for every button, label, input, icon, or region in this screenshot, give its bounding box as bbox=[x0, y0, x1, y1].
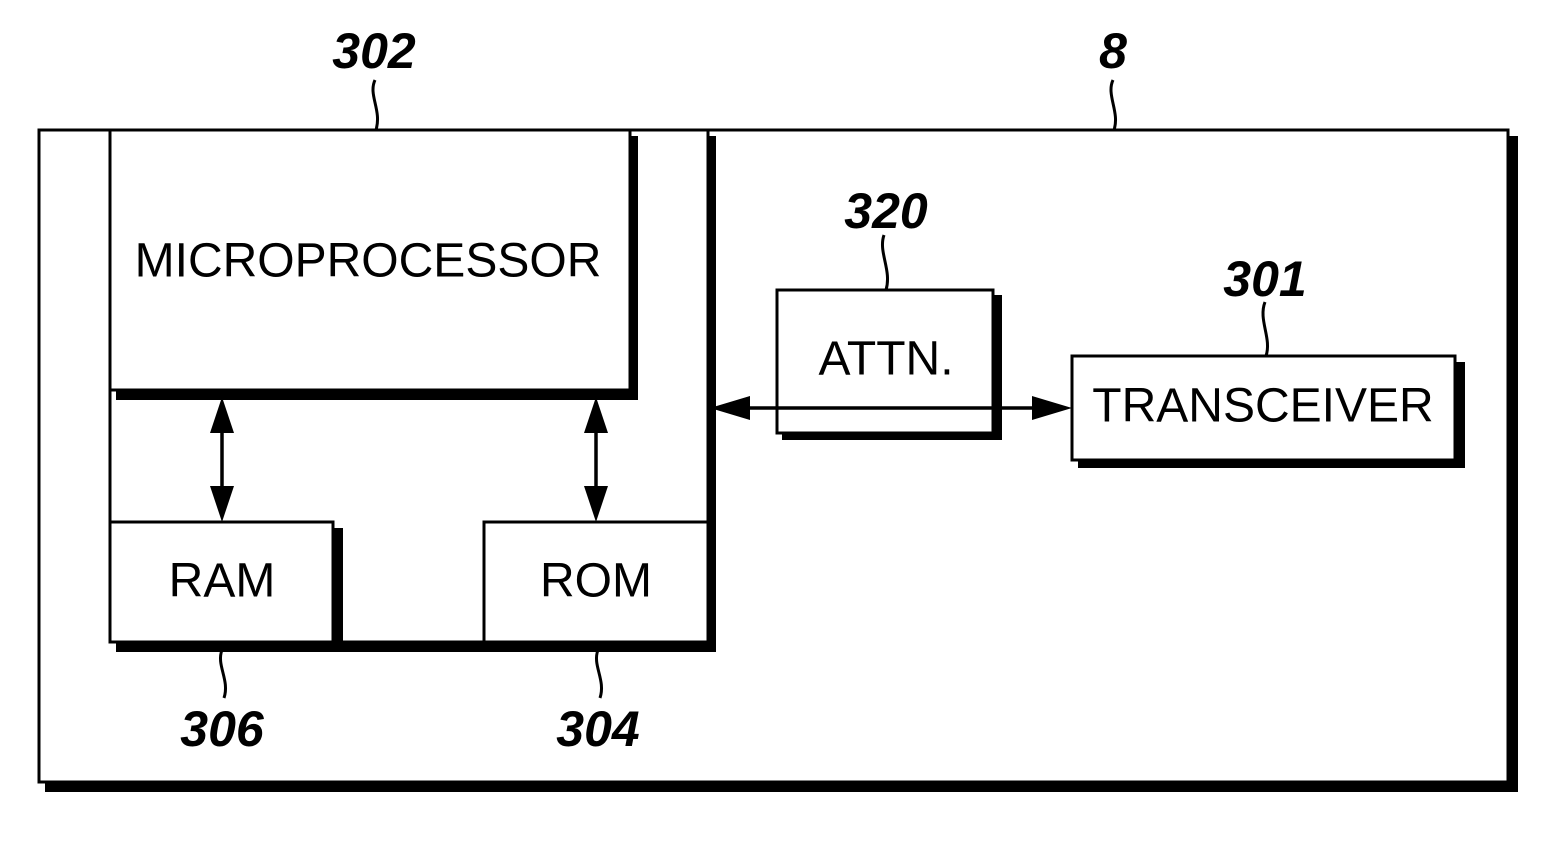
ram-block: RAM bbox=[110, 522, 343, 648]
leader-302 bbox=[373, 80, 378, 130]
ref-numeral-304: 304 bbox=[556, 701, 639, 757]
transceiver-label: TRANSCEIVER bbox=[1092, 380, 1433, 433]
rom-block: ROM bbox=[484, 522, 708, 642]
ref-numeral-306: 306 bbox=[180, 701, 265, 757]
attenuator-block: ATTN. bbox=[777, 290, 1002, 440]
ref-numeral-320: 320 bbox=[844, 183, 928, 239]
transceiver-block: TRANSCEIVER bbox=[1072, 356, 1465, 468]
attenuator-label: ATTN. bbox=[818, 333, 953, 386]
leader-8 bbox=[1111, 80, 1116, 130]
ref-numeral-8: 8 bbox=[1099, 23, 1127, 79]
ram-label: RAM bbox=[169, 555, 276, 608]
ref-numeral-302: 302 bbox=[332, 23, 416, 79]
microprocessor-label: MICROPROCESSOR bbox=[135, 235, 602, 288]
rom-label: ROM bbox=[540, 555, 652, 608]
microprocessor-block: MICROPROCESSOR bbox=[110, 130, 638, 400]
ref-numeral-301: 301 bbox=[1223, 251, 1306, 307]
